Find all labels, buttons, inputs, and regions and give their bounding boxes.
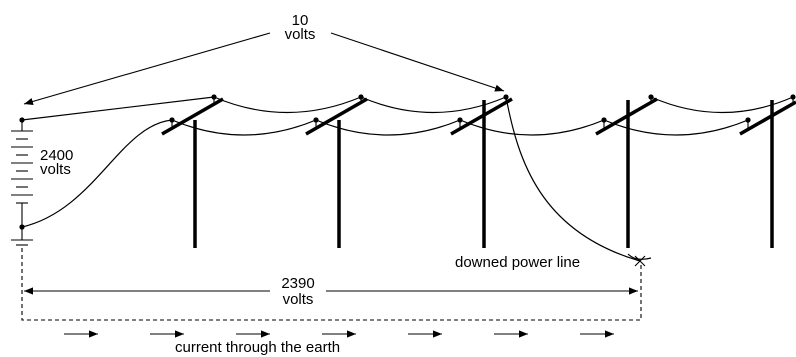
top-voltage-value: 10 — [292, 12, 309, 29]
top-voltage-unit: volts — [285, 26, 316, 43]
earth-current-label: current through the earth — [175, 339, 340, 356]
voltage-10-arrows — [23, 32, 505, 105]
battery-source — [11, 117, 33, 246]
source-voltage-value: 2400 — [40, 147, 73, 164]
ground-voltage-value: 2390 — [281, 275, 314, 292]
lower-conductor — [21, 119, 749, 228]
battery-cells — [11, 130, 33, 204]
ground-voltage-unit: volts — [283, 291, 314, 308]
insulator-dots — [169, 94, 796, 123]
ground-symbol — [11, 227, 33, 246]
downed-power-line — [505, 96, 641, 262]
ground-fault-x-mark — [634, 255, 646, 267]
top-conductor — [21, 96, 794, 121]
utility-pole-4 — [595, 97, 658, 248]
downed-line-tail — [627, 253, 652, 260]
downed-line-label: downed power line — [455, 254, 580, 271]
source-voltage-unit: volts — [40, 161, 71, 178]
earth-return-path — [21, 248, 642, 321]
